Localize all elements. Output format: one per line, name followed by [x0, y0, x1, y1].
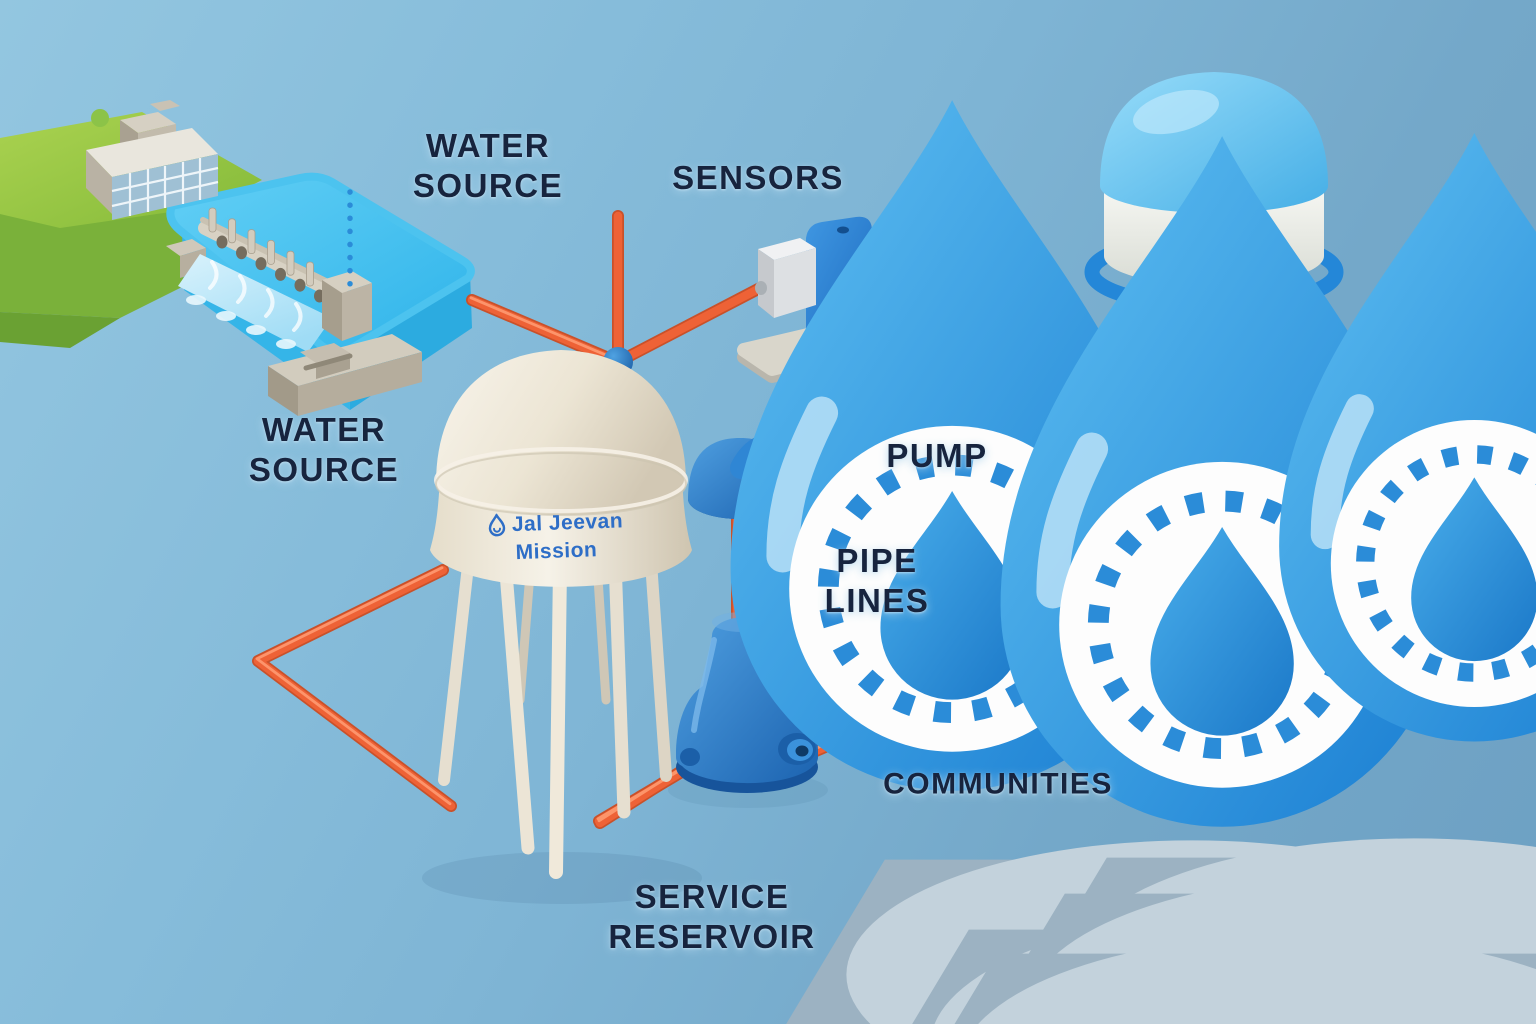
reservoir-dome	[436, 350, 686, 515]
reservoir-legs	[438, 542, 672, 879]
label-water-source-top: WATER SOURCE	[413, 126, 563, 207]
powerhouse-back-top	[120, 112, 176, 133]
powerhouse-mullions	[111, 158, 219, 216]
jal-jeevan-mission-logo: Jal Jeevan Mission	[487, 507, 624, 568]
label-line: SOURCE	[412, 167, 564, 204]
powerhouse-roof	[86, 128, 218, 177]
dam-water-source	[0, 100, 475, 416]
sensor-silver-front	[758, 249, 774, 318]
dam-corner-tower	[322, 271, 372, 341]
service-reservoir-tank	[430, 350, 1536, 1024]
label-line: COMMUNITIES	[883, 767, 1113, 801]
label-line: PIPE	[836, 541, 918, 579]
dam-gates	[208, 207, 325, 303]
logo-line-2: Mission	[515, 538, 598, 565]
spillway-streaks	[208, 260, 303, 332]
hill-base	[0, 312, 120, 348]
water-surface	[166, 172, 475, 356]
label-pipe-lines: PIPE LINES	[825, 541, 930, 622]
label-line: WATER	[261, 410, 387, 448]
label-line: SERVICE	[634, 877, 790, 915]
powerhouse-roof-unit	[150, 100, 180, 111]
spill-foam	[246, 325, 266, 335]
valve-right-port-hole	[795, 745, 809, 757]
intake-block-top	[166, 239, 206, 256]
label-pump: PUMP	[886, 436, 987, 476]
label-service-reservoir: SERVICE RESERVOIR	[608, 877, 815, 958]
dam-outlet-platform	[268, 334, 422, 416]
powerhouse-left-face	[86, 150, 112, 214]
spill-foam	[216, 311, 236, 321]
label-line: RESERVOIR	[608, 918, 816, 955]
powerhouse-building	[86, 100, 219, 220]
sensor-silver-right	[774, 248, 816, 318]
valve-left-port	[680, 748, 700, 766]
label-line: WATER	[425, 126, 551, 164]
reservoir-shadow	[422, 852, 702, 904]
water-droplet-logo-icon	[488, 513, 506, 537]
label-water-source-left: WATER SOURCE	[249, 410, 399, 491]
sensor-pipe-port	[755, 281, 767, 295]
spill-foam	[186, 295, 206, 305]
logo-row: Jal Jeevan	[487, 507, 623, 540]
label-line: SOURCE	[248, 451, 400, 488]
sensor-top-hole	[837, 226, 849, 234]
tower-dome-gloss	[1133, 89, 1219, 135]
label-sensors: SENSORS	[672, 158, 844, 198]
powerhouse-tree	[91, 109, 109, 127]
spill-foam	[276, 339, 296, 349]
label-communities: COMMUNITIES	[883, 767, 1113, 804]
dam-wall	[178, 207, 422, 416]
valve-highlight	[691, 637, 717, 733]
label-line: PUMP	[886, 436, 988, 474]
reservoir-seam	[435, 452, 687, 516]
label-line: SENSORS	[672, 158, 844, 196]
drop-markers	[347, 100, 1536, 827]
label-line: LINES	[824, 582, 930, 619]
logo-line-1: Jal Jeevan	[511, 509, 624, 537]
sensor-silver-top	[758, 238, 816, 260]
